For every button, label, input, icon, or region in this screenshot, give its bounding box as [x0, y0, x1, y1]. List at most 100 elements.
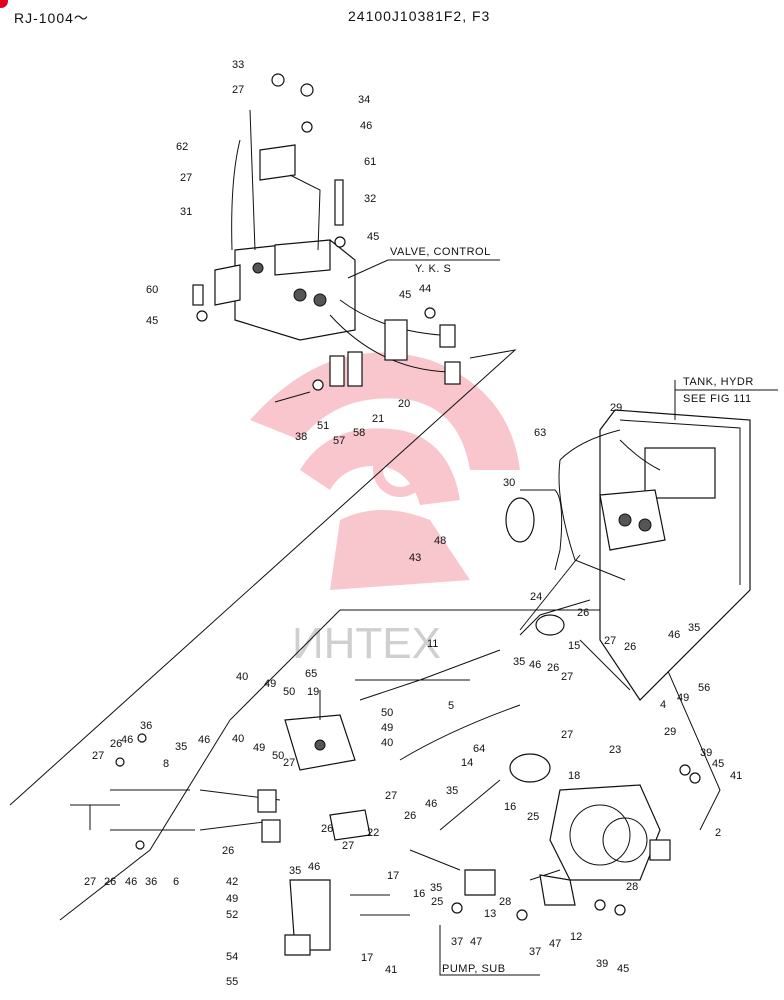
part-label: 46: [529, 659, 541, 671]
part-label: 21: [372, 413, 384, 425]
part-label: 22: [367, 827, 379, 839]
part-label: 27: [561, 671, 573, 683]
control-valve-assembly: [192, 73, 461, 403]
part-label: 27: [385, 790, 397, 802]
part-label: 61: [364, 156, 376, 168]
part-label: 33: [232, 59, 244, 71]
part-label: 25: [527, 811, 539, 823]
part-label: 51: [317, 420, 329, 432]
part-label: 26: [624, 641, 636, 653]
part-label: 40: [381, 737, 393, 749]
part-label: 30: [503, 477, 515, 489]
part-label: 46: [425, 798, 437, 810]
part-label: 46: [668, 629, 680, 641]
part-label: 63: [534, 427, 546, 439]
part-label: 17: [361, 952, 373, 964]
part-label: 27: [283, 757, 295, 769]
svg-text:TANK, HYDR: TANK, HYDR: [683, 376, 754, 388]
part-label: 47: [549, 938, 561, 950]
part-label: 6: [173, 876, 179, 888]
part-code: 24100J10381F2, F3: [348, 8, 491, 24]
svg-text:VALVE, CONTROL: VALVE, CONTROL: [390, 246, 491, 258]
part-label: 49: [253, 742, 265, 754]
part-label: 27: [180, 172, 192, 184]
part-label: 26: [577, 607, 589, 619]
svg-text:PUMP, SUB: PUMP, SUB: [442, 963, 506, 975]
part-label: 27: [232, 84, 244, 96]
part-label: 37: [529, 946, 541, 958]
part-label: 5: [448, 700, 454, 712]
part-label: 43: [409, 552, 421, 564]
part-label: 39: [596, 958, 608, 970]
part-label: 35: [289, 865, 301, 877]
part-label: 16: [504, 801, 516, 813]
part-label: 45: [367, 231, 379, 243]
part-label: 40: [232, 733, 244, 745]
part-label: 27: [342, 840, 354, 852]
sub-pump: [284, 764, 701, 976]
part-label: 50: [283, 686, 295, 698]
part-label: 55: [226, 976, 238, 988]
part-label: 47: [470, 936, 482, 948]
part-label: 45: [399, 289, 411, 301]
part-label: 37: [451, 936, 463, 948]
part-label: 26: [321, 823, 333, 835]
part-label: 27: [604, 635, 616, 647]
part-label: 31: [180, 206, 192, 218]
part-label: 46: [125, 876, 137, 888]
part-label: 12: [570, 931, 582, 943]
part-label: 46: [360, 120, 372, 132]
part-label: 40: [236, 671, 248, 683]
part-label: 45: [712, 758, 724, 770]
hydraulic-tank: [558, 380, 751, 701]
part-label: 2: [715, 827, 721, 839]
part-label: 24: [530, 591, 542, 603]
part-label: 35: [175, 741, 187, 753]
part-label: 50: [381, 707, 393, 719]
part-label: 17: [387, 870, 399, 882]
part-label: 20: [398, 398, 410, 410]
part-label: 41: [385, 964, 397, 976]
model-range: RJ-1004～: [14, 10, 89, 26]
part-label: 60: [146, 284, 158, 296]
hose-lines: [355, 489, 631, 831]
part-label: 35: [688, 622, 700, 634]
part-label: 57: [333, 435, 345, 447]
watermark-text: ИНТЕХ: [292, 619, 441, 668]
part-label: 56: [698, 682, 710, 694]
part-label: 23: [609, 744, 621, 756]
part-label: 26: [222, 845, 234, 857]
part-label: 35: [513, 656, 525, 668]
callout-valve: VALVE, CONTROL Y. K. S: [347, 246, 500, 279]
part-label: 58: [353, 427, 365, 439]
part-label: 54: [226, 951, 238, 963]
part-label: 8: [163, 758, 169, 770]
part-label: 29: [610, 402, 622, 414]
callout-tank: TANK, HYDR SEE FIG 111: [675, 376, 778, 405]
part-label: 39: [700, 747, 712, 759]
part-label: 27: [92, 750, 104, 762]
part-label: 36: [140, 720, 152, 732]
part-label: 15: [568, 640, 580, 652]
watermark-logo: [250, 352, 520, 590]
part-label: 49: [226, 893, 238, 905]
part-label: 28: [499, 896, 511, 908]
part-label: 44: [419, 283, 431, 295]
part-label: 64: [473, 743, 485, 755]
part-label: 41: [730, 770, 742, 782]
part-label: 35: [446, 785, 458, 797]
part-label: 28: [626, 881, 638, 893]
callout-pump: PUMP, SUB: [442, 963, 506, 975]
part-label: 26: [104, 876, 116, 888]
part-label: 65: [305, 668, 317, 680]
part-label: 25: [431, 896, 443, 908]
part-label: 52: [226, 909, 238, 921]
part-label: 48: [434, 535, 446, 547]
part-label: 35: [430, 882, 442, 894]
part-label: 42: [226, 876, 238, 888]
part-label: 50: [272, 750, 284, 762]
part-label: 45: [617, 963, 629, 975]
